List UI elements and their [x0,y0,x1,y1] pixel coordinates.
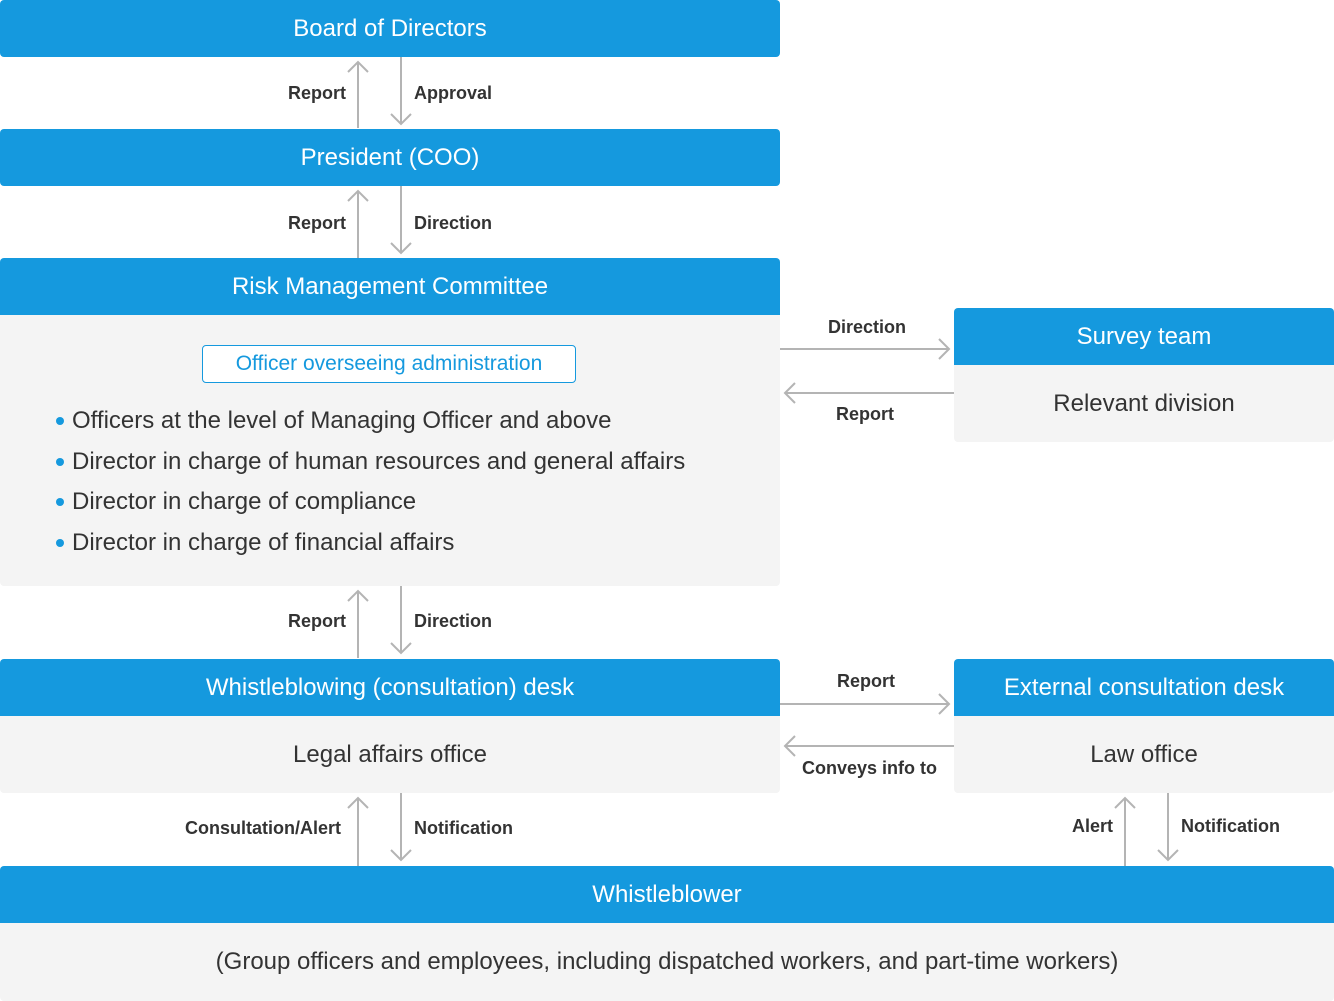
whistleblower-box: Whistleblower (Group officers and employ… [0,866,1334,1001]
arrow-up-alert-law [1114,796,1136,866]
label-survey-report: Report [836,404,894,424]
desk-body: Legal affairs office [0,716,780,793]
external-title: External consultation desk [954,659,1334,716]
arrow-up-report-rmc [347,589,369,658]
bullet-icon [56,498,64,507]
arrow-left-conveys-external [783,735,954,757]
rmc-title: Risk Management Committee [0,258,780,315]
desk-title: Whistleblowing (consultation) desk [0,659,780,716]
label-rmc-report: Report [288,611,346,631]
president-box: President (COO) [0,129,780,186]
label-rmc-direction: Direction [414,611,493,631]
label-president-direction: Direction [414,213,493,233]
board-title: Board of Directors [0,0,780,57]
arrow-down-notification-desk [390,793,412,862]
arrow-down-direction-president [390,186,412,255]
survey-team-box: Survey team Relevant division [954,308,1334,442]
list-item: Director in charge of financial affairs [56,523,685,564]
label-board-approval: Approval [414,83,493,103]
bullet-icon [56,417,64,426]
arrow-up-consultation [347,796,369,866]
bullet-icon [56,457,64,466]
label-consultation-alert: Consultation/Alert [185,818,341,838]
survey-title: Survey team [954,308,1334,365]
rmc-body: Officer overseeing administration Office… [0,315,780,586]
arrow-left-report-survey [783,382,954,404]
label-external-conveys: Conveys info to [802,758,938,778]
label-external-report: Report [837,671,895,691]
list-item: Director in charge of compliance [56,482,685,523]
label-survey-direction: Direction [828,317,907,337]
board-of-directors-box: Board of Directors [0,0,780,57]
arrow-right-direction-survey [780,338,951,360]
rmc-member-list: Officers at the level of Managing Office… [56,401,685,563]
label-law-notification: Notification [1181,816,1280,836]
arrow-up-report-board [347,60,369,128]
member-label: Officers at the level of Managing Office… [72,407,612,435]
arrow-down-approval [390,57,412,126]
member-label: Director in charge of human resources an… [72,447,686,475]
label-president-report: Report [288,213,346,233]
arrow-right-report-external [780,693,951,715]
risk-management-committee-box: Risk Management Committee Officer overse… [0,258,780,586]
label-desk-notification: Notification [414,818,513,838]
arrow-down-notification-law [1157,793,1179,862]
list-item: Officers at the level of Managing Office… [56,401,685,442]
president-title: President (COO) [0,129,780,186]
rmc-subtitle: Officer overseeing administration [202,345,576,383]
whistleblowing-desk-box: Whistleblowing (consultation) desk Legal… [0,659,780,793]
survey-body: Relevant division [954,365,1334,442]
external-desk-box: External consultation desk Law office [954,659,1334,793]
arrow-down-direction-rmc [390,586,412,655]
label-law-alert: Alert [1071,816,1113,836]
list-item: Director in charge of human resources an… [56,442,685,483]
label-board-report: Report [288,83,346,103]
external-body: Law office [954,716,1334,793]
member-label: Director in charge of compliance [72,488,417,516]
bullet-icon [56,538,64,547]
member-label: Director in charge of financial affairs [72,528,455,556]
whistleblower-title: Whistleblower [0,866,1334,923]
arrow-up-report-president [347,189,369,258]
whistleblower-body: (Group officers and employees, including… [0,923,1334,1001]
